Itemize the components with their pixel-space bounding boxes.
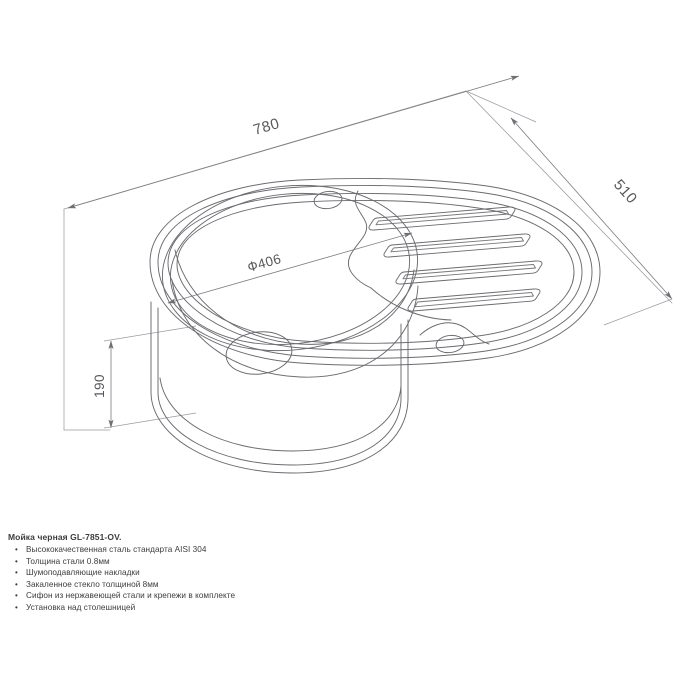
drain-hole — [225, 331, 293, 375]
sink-rim-inner-edge — [157, 184, 593, 359]
sink-outer-rim — [149, 177, 601, 366]
list-item-label: Установка над столешницей — [26, 602, 136, 612]
bullet-icon: • — [15, 545, 18, 554]
dim-190-ext-top — [103, 325, 197, 342]
bowl-body-outer — [150, 301, 409, 474]
list-item-label: Закаленное стекло толщиной 8мм — [26, 579, 159, 589]
dim-510-ext — [603, 298, 673, 326]
sink-rim-inner-2 — [167, 192, 583, 351]
sink-body — [149, 177, 601, 474]
list-item-label: Толщина стали 0.8мм — [26, 556, 110, 566]
dim-780-line — [67, 75, 520, 209]
list-item-label: Высококачественная сталь стандарта AISI … — [26, 545, 207, 554]
dimension-190: 190 — [92, 325, 197, 429]
dim-510-line — [510, 117, 673, 300]
drainer-groove-2 — [383, 233, 531, 258]
bullet-icon: • — [15, 579, 18, 589]
drainer-separator-curve — [348, 190, 372, 289]
list-item-label: Сифон из нержавеющей стали и крепежи в к… — [26, 591, 236, 601]
bullet-icon: • — [15, 568, 18, 578]
drainer-groove-3 — [395, 260, 543, 285]
dim-190-ext-bottom — [103, 412, 197, 429]
drainer-groove-1b — [375, 210, 509, 226]
list-item: • Сифон из нержавеющей стали и крепежи в… — [8, 590, 428, 602]
drainer-groove-2b — [390, 237, 524, 253]
spec-feature-list: • Высококачественная сталь стандарта AIS… — [8, 544, 428, 614]
list-item: • Закаленное стекло толщиной 8мм — [8, 579, 428, 591]
drainer-field-boundary — [370, 287, 452, 321]
dim-780-label: 780 — [251, 115, 281, 139]
dim-780-ext — [465, 90, 537, 123]
drainer-grooves — [368, 206, 543, 312]
dim-406-line — [167, 232, 413, 304]
list-item: • Установка над столешницей — [8, 602, 428, 614]
bowl-body-inner — [157, 307, 402, 466]
dim-190-label: 190 — [92, 374, 107, 398]
bullet-icon: • — [15, 602, 18, 612]
drainer-separator-curve-lower — [419, 322, 490, 345]
bowl-body-base-line — [159, 377, 402, 452]
bowl-bottom-arc — [171, 279, 419, 378]
list-item: • Высококачественная сталь стандарта AIS… — [8, 544, 428, 556]
sink-inner-field — [176, 199, 575, 344]
dimension-bowl-diameter: Ф406 — [167, 232, 413, 304]
bullet-icon: • — [15, 556, 18, 566]
dimension-510: 510 — [510, 117, 673, 326]
list-item: • Толщина стали 0.8мм — [8, 556, 428, 568]
list-item: • Шумоподавляющие накладки — [8, 567, 428, 579]
dim-510-label: 510 — [610, 176, 640, 207]
faucet-hole-top — [313, 190, 343, 210]
drainer-groove-3b — [402, 264, 536, 280]
drainer-groove-4b — [414, 292, 534, 308]
drainer-groove-4 — [407, 288, 541, 312]
drainer-groove-1 — [368, 206, 516, 231]
bowl-interior-wall — [174, 249, 415, 345]
specification-block: Мойка черная GL-7851-OV. • Высококачеств… — [8, 531, 428, 614]
bowl-rim-inner — [169, 192, 411, 346]
list-item-label: Шумоподавляющие накладки — [26, 568, 140, 578]
faucet-hole-bottom — [435, 334, 465, 354]
bullet-icon: • — [15, 591, 18, 601]
product-title: Мойка черная GL-7851-OV. — [8, 532, 122, 542]
dimension-780: 780 — [67, 75, 537, 209]
